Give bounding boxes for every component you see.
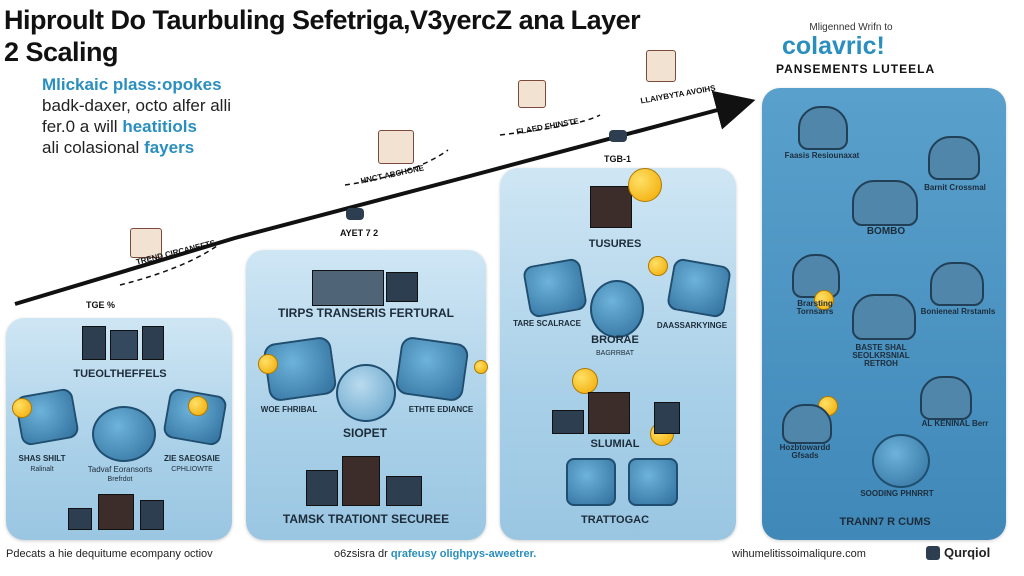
coin-icon <box>12 398 32 418</box>
server-icon <box>386 272 418 302</box>
panel-layer-3 <box>500 168 736 540</box>
house-icon <box>646 50 676 82</box>
panel-1-right-sub: CPHLIOWTE <box>171 466 213 473</box>
intro-line-3b: heatitiols <box>122 117 197 136</box>
cloud-icon <box>852 294 916 340</box>
top-right-subheading: PANSEMENTS LUTEELA <box>776 62 936 76</box>
footer-mid-link[interactable]: qrafeusy olighpys-aweetrer. <box>390 548 537 560</box>
arrow-label: AYET 7 2 <box>340 228 379 238</box>
panel-4-r1-right: Barnit Crossmal <box>924 183 986 192</box>
panel-1-mid-label: Tadvaf Eoransorts <box>87 465 153 474</box>
panel-4-r5-left: Hozbtowardd Gfsads <box>779 443 831 460</box>
cloud-icon <box>852 180 918 226</box>
city-skyline-icon <box>312 270 384 306</box>
cloud-icon <box>792 254 840 298</box>
node-icon <box>609 130 627 142</box>
footer-url[interactable]: wihumelitissoimaliqure.com <box>732 548 866 560</box>
panel-1-left-label: SHAS SHILT <box>18 454 66 463</box>
coin-icon <box>572 368 598 394</box>
cube-icon <box>566 458 616 506</box>
network-hub-icon <box>872 434 930 488</box>
panel-1-title: TUEOLTHEFFELS <box>73 368 167 380</box>
panel-2-mid-label: SIOPET <box>342 426 387 440</box>
coin-icon <box>648 256 668 276</box>
network-hub-icon <box>92 406 156 462</box>
panel-3-left-label: TARE SCALRACE <box>513 319 581 328</box>
user-icon <box>306 470 338 506</box>
panel-2-right-label: ETHTE EDIANCE <box>408 405 474 414</box>
intro-line-3a: fer.0 a will <box>42 117 123 136</box>
cloud-icon <box>798 106 848 150</box>
growth-arrow <box>14 90 756 306</box>
panel-4-bottom-label: TRANN7 R CUMS <box>839 516 931 528</box>
coin-icon <box>814 290 834 310</box>
house-icon <box>130 228 162 258</box>
building-icon <box>98 494 134 530</box>
user-icon <box>654 402 680 434</box>
intro-text: Mlickaic plass:opokes badk-daxer, octo a… <box>42 74 262 158</box>
network-node-icon <box>521 257 589 319</box>
footer-brand: Qurqiol <box>944 545 991 560</box>
panel-4-r4-mid: BASTE SHAL SEOLKRSNIAL RETROH <box>852 343 910 368</box>
panel-4-r3-left: Brarsting Tornsarrs <box>796 299 834 316</box>
panel-4-r6-mid: SOODING PHNRRT <box>860 489 934 498</box>
panel-4-r3-right: Bonieneal Rrstamls <box>920 307 996 316</box>
panel-1-left-sub: Ralinalt <box>30 466 54 473</box>
panel-4-r1-left: Faasis Resiounaxat <box>784 151 860 160</box>
arrow-label: TGE % <box>86 300 116 310</box>
node-icon <box>346 208 364 220</box>
server-icon <box>140 500 164 530</box>
panel-2-title: TIRPS TRANSERIS FERTURAL <box>277 306 454 320</box>
intro-line-2: badk-daxer, octo alfer alli <box>42 96 231 115</box>
intro-line-4b: fayers <box>144 138 195 157</box>
cloud-icon <box>920 376 972 420</box>
footer-left: Pdecats a hie dequitume ecompany octiov <box>6 548 213 560</box>
top-right-caption: Mligenned Wrifn to <box>809 22 893 33</box>
brand-logo-icon <box>926 546 940 560</box>
panel-1-right-label: ZIE SAEOSAIE <box>163 454 220 463</box>
network-node-icon <box>394 335 470 403</box>
panel-3-lower-label: SLUMIAL <box>590 438 640 450</box>
footer-mid: o6zsisra dr qrafeusy olighpys-aweetrer. <box>334 548 536 560</box>
panel-2-bottom-label: TAMSK TRATIONT SECUREE <box>282 512 450 526</box>
server-icon <box>110 330 138 360</box>
house-icon <box>378 130 414 164</box>
building-icon <box>588 392 630 434</box>
panel-1-mid-sub: Brefrdot <box>107 476 133 483</box>
panel-4-r2-mid: BOMBO <box>866 226 906 237</box>
panel-3-right-label: DAASSARKYINGE <box>656 321 728 330</box>
network-node-icon <box>665 257 733 319</box>
coin-icon <box>258 354 278 374</box>
footer-mid-a: o6zsisra dr <box>334 548 391 560</box>
top-right-heading: colavric! <box>782 32 885 60</box>
coin-icon <box>474 360 488 374</box>
intro-line-1: Mlickaic plass:opokes <box>42 75 222 94</box>
cloud-icon <box>928 136 980 180</box>
page-title: Hiproult Do Taurbuling Sefetriga,V3yercZ… <box>4 5 641 67</box>
panel-3-bottom-label: TRATTOGAC <box>580 514 650 526</box>
cloud-icon <box>782 404 832 444</box>
panel-2-left-label: WOE FHRIBAL <box>260 405 318 414</box>
coin-icon <box>628 168 662 202</box>
panel-3-mid-label: BRORAE <box>591 334 639 346</box>
house-icon <box>518 80 546 108</box>
building-icon <box>82 326 106 360</box>
building-icon <box>142 326 164 360</box>
building-icon <box>342 456 380 506</box>
panel-3-mid-sub: BAGRRBAT <box>596 350 634 357</box>
server-icon <box>386 476 422 506</box>
hub-icon <box>336 364 396 422</box>
arrow-label: TGB-1 <box>604 154 631 164</box>
network-hub-icon <box>590 280 644 338</box>
building-icon <box>590 186 632 228</box>
intro-line-4a: ali colasional <box>42 138 145 157</box>
cloud-icon <box>930 262 984 306</box>
panel-3-title: TUSURES <box>588 238 642 250</box>
cube-icon <box>628 458 678 506</box>
server-icon <box>68 508 92 530</box>
coin-icon <box>188 396 208 416</box>
server-icon <box>552 410 584 434</box>
panel-4-r5-right: AL KENINAL Berr <box>921 419 989 428</box>
